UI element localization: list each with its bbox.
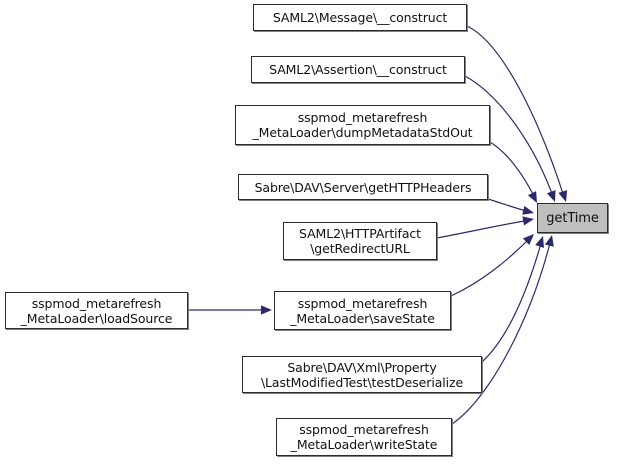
graph-node-label: SAML2\Message\__construct (272, 10, 448, 25)
graph-node-load-source[interactable]: sspmod_metarefresh _MetaLoader\loadSourc… (5, 292, 188, 329)
graph-node-test-deserialize[interactable]: Sabre\DAV\Xml\Property \LastModifiedTest… (242, 356, 482, 393)
graph-edge-get-http-headers-to-get-time (487, 198, 534, 215)
graph-node-get-time[interactable]: getTime (537, 203, 608, 233)
graph-node-get-redirect-url[interactable]: SAML2\HTTPArtifact \getRedirectURL (283, 222, 437, 260)
graph-edge-get-redirect-url-to-get-time (436, 216, 534, 239)
graph-node-label: getTime (546, 210, 599, 226)
edge-arrowhead (522, 205, 534, 215)
edge-arrowhead (522, 234, 534, 245)
graph-node-save-state[interactable]: sspmod_metarefresh _MetaLoader\saveState (274, 291, 451, 330)
graph-edge-test-deserialize-to-get-time (481, 236, 544, 363)
graph-node-label: SAML2\HTTPArtifact \getRedirectURL (299, 226, 421, 256)
edge-arrowhead (535, 236, 544, 248)
graph-edge-save-state-to-get-time (450, 234, 534, 297)
graph-node-write-state[interactable]: sspmod_metarefresh _MetaLoader\writeStat… (276, 418, 452, 456)
graph-edge-load-source-to-save-state (188, 305, 272, 315)
graph-node-label: sspmod_metarefresh _MetaLoader\loadSourc… (20, 295, 173, 326)
graph-node-label: sspmod_metarefresh _MetaLoader\dumpMetad… (252, 110, 473, 140)
graph-edge-dump-metadata-stdout-to-get-time (489, 141, 537, 203)
edge-arrowhead (558, 190, 568, 202)
graph-node-label: SAML2\Assertion\__construct (269, 62, 447, 77)
graph-node-message-construct[interactable]: SAML2\Message\__construct (253, 4, 467, 31)
edge-arrowhead (546, 190, 556, 202)
edge-arrowhead (522, 216, 534, 226)
graph-node-assertion-construct[interactable]: SAML2\Assertion\__construct (251, 56, 465, 83)
graph-node-label: Sabre\DAV\Server\getHTTPHeaders (254, 179, 472, 195)
graph-node-label: Sabre\DAV\Xml\Property \LastModifiedTest… (260, 359, 464, 390)
edge-arrowhead (544, 235, 554, 247)
graph-node-dump-metadata-stdout[interactable]: sspmod_metarefresh _MetaLoader\dumpMetad… (235, 105, 490, 145)
graph-edge-write-state-to-get-time (451, 235, 554, 425)
graph-node-label: sspmod_metarefresh _MetaLoader\writeStat… (290, 422, 438, 452)
graph-node-get-http-headers[interactable]: Sabre\DAV\Server\getHTTPHeaders (238, 174, 488, 200)
graph-node-label: sspmod_metarefresh _MetaLoader\saveState (290, 295, 435, 326)
edge-arrowhead (261, 305, 272, 315)
